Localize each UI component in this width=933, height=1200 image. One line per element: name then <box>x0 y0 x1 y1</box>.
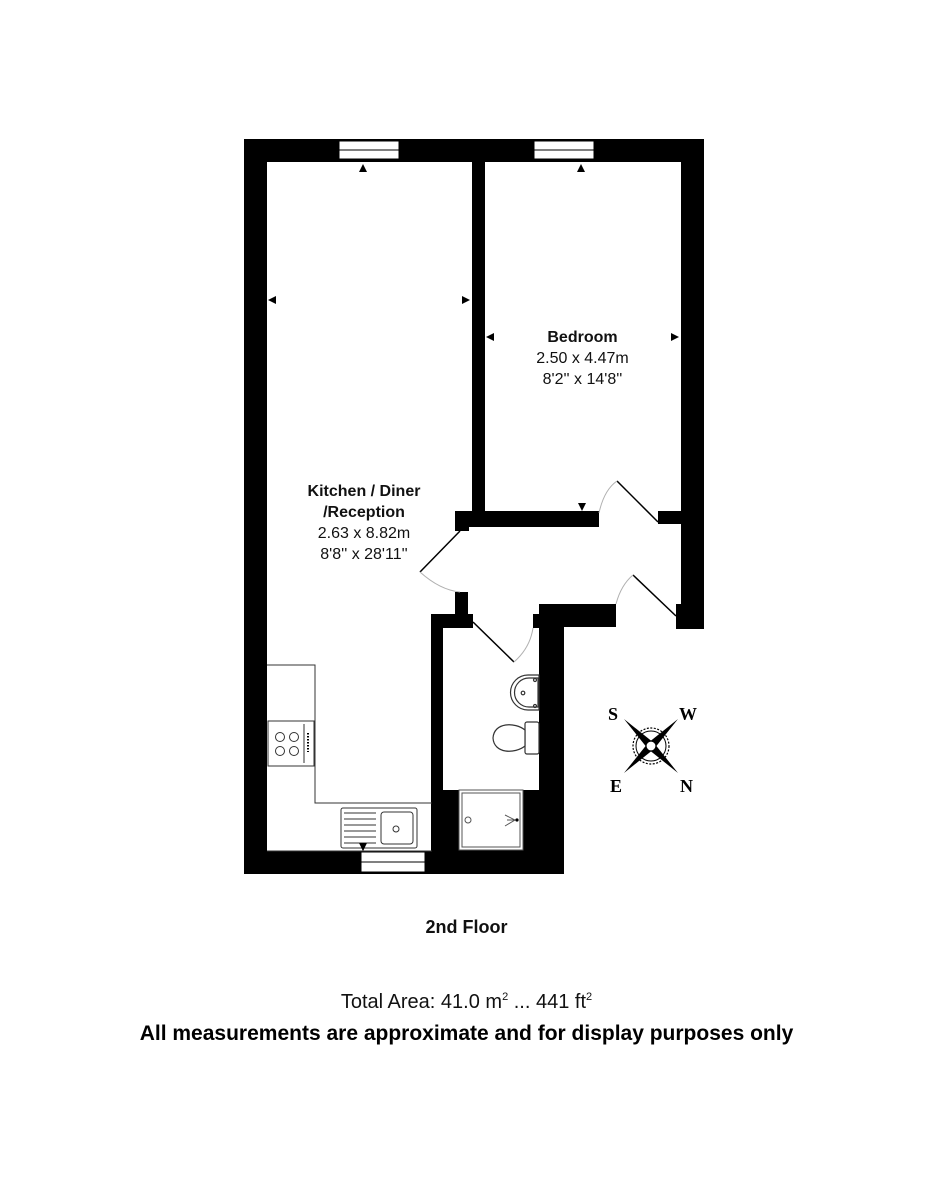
sink-with-drainer <box>340 807 418 849</box>
kitchen-units <box>267 664 432 852</box>
total-area: Total Area: 41.0 m2 ... 441 ft2 <box>0 991 933 1014</box>
total-area-sq-m: 2 <box>502 991 509 1003</box>
kitchen-imperial: 8'8'' x 28'11'' <box>320 546 408 563</box>
kitchen-metric: 2.63 x 8.82m <box>317 525 411 542</box>
total-area-middle: ... 441 ft <box>508 991 587 1013</box>
bedroom-top-window <box>533 140 595 160</box>
kitchen-name-line1: Kitchen / Diner <box>307 483 421 500</box>
compass-label-s: S <box>608 704 619 724</box>
floor-title: 2nd Floor <box>425 917 508 937</box>
kitchen-name-line2: /Reception <box>323 504 405 521</box>
kitchen-bottom-window <box>360 851 426 873</box>
kitchen-label: Kitchen / Diner /Reception 2.63 x 8.82m … <box>274 481 454 565</box>
total-area-sq-ft: 2 <box>586 991 593 1003</box>
bathroom-fixtures <box>492 674 540 755</box>
doors <box>419 480 677 663</box>
shower-tray <box>458 789 524 851</box>
compass-label-n: N <box>680 776 693 796</box>
bedroom-name: Bedroom <box>547 329 618 346</box>
disclaimer: All measurements are approximate and for… <box>139 1022 794 1045</box>
windows <box>338 140 595 873</box>
kitchen-top-window <box>338 140 400 160</box>
compass-icon <box>624 719 678 773</box>
wash-basin <box>509 674 540 711</box>
compass-label-w: W <box>679 704 697 724</box>
kitchen-window-arrow <box>359 843 367 851</box>
bedroom-label: Bedroom 2.50 x 4.47m 8'2'' x 14'8'' <box>495 327 670 390</box>
bedroom-imperial: 8'2'' x 14'8'' <box>542 371 623 388</box>
compass-label-e: E <box>610 776 623 796</box>
bedroom-metric: 2.50 x 4.47m <box>536 350 629 367</box>
floor-plan-drawing <box>244 139 704 874</box>
hob <box>267 720 315 767</box>
toilet <box>492 721 540 755</box>
total-area-prefix: Total Area: 41.0 m <box>340 991 503 1013</box>
